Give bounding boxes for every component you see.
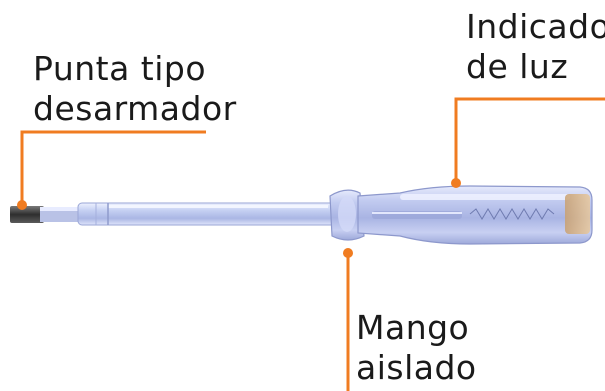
callout-dot-tip [17, 200, 27, 210]
callout-line-tip [20, 130, 206, 205]
callout-line-light [454, 97, 605, 183]
handle-body [357, 185, 593, 245]
label-screwdriver-tip: Punta tipo desarmador [33, 49, 237, 129]
callout-dots [17, 178, 461, 258]
label-handle-line1: Mango [356, 308, 470, 347]
callout-dot-handle [343, 248, 353, 258]
label-light-line2: de luz [466, 47, 569, 86]
callout-dot-light [451, 178, 461, 188]
label-handle-line2: aislado [356, 348, 477, 387]
label-insulated-handle: Mango aislado [356, 308, 477, 388]
label-tip-line2: desarmador [33, 89, 237, 128]
blade-tip [10, 206, 80, 223]
handle-collar [329, 189, 365, 241]
label-tip-line1: Punta tipo [33, 49, 207, 88]
shaft [77, 202, 341, 226]
internal-spring [469, 208, 555, 220]
label-light-line1: Indicador [466, 7, 605, 46]
callout-lines [20, 97, 605, 391]
label-light-indicator: Indicador de luz [466, 7, 605, 87]
